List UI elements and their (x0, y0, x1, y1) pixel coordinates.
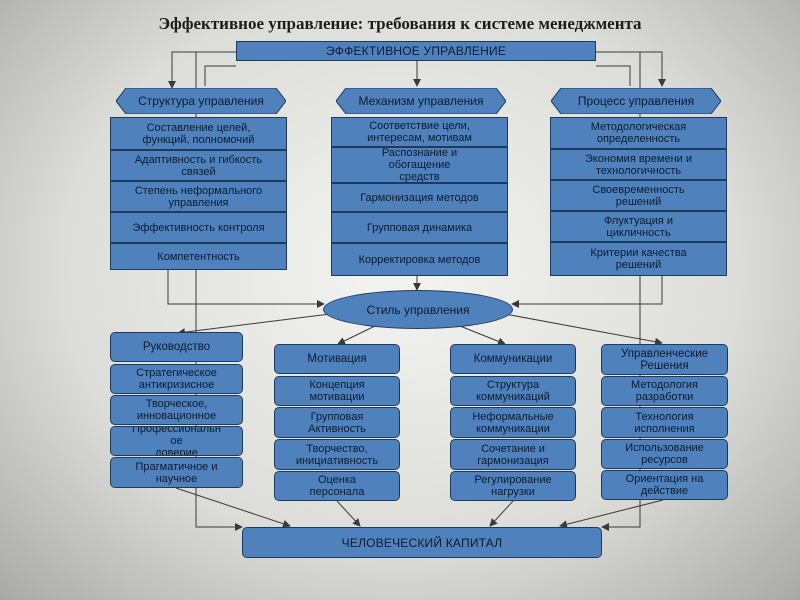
list-item: Методологическая определенность (550, 117, 727, 149)
management-style-oval: Стиль управления (323, 290, 513, 329)
list-item: Экономия времени и технологичность (550, 149, 727, 180)
list-item: Структура коммуникаций (450, 376, 576, 406)
bottom-header-motivation: Мотивация (274, 344, 400, 374)
list-item: Неформальные коммуникации (450, 407, 576, 438)
bottom-header-leadership: Руководство (110, 332, 243, 362)
list-item: Составление целей, функций, полномочий (110, 117, 287, 150)
list-item: Сочетание и гармонизация (450, 439, 576, 470)
list-item: Технология исполнения (601, 407, 728, 438)
header-process-label: Процесс управления (577, 94, 695, 108)
list-item: Групповая Активность (274, 407, 400, 438)
list-item: Эффективность контроля (110, 212, 287, 243)
bottom-banner: ЧЕЛОВЕЧЕСКИЙ КАПИТАЛ (242, 527, 602, 558)
header-process: Процесс управления (551, 88, 721, 114)
list-item: Гармонизация методов (331, 183, 508, 212)
list-item: Своевременность решений (550, 180, 727, 211)
list-item: Ориентация на действие (601, 470, 728, 500)
list-item: Творческое, инновационное (110, 395, 243, 425)
list-item: Степень неформального управления (110, 181, 287, 212)
list-item: Стратегическое антикризисное (110, 364, 243, 394)
list-item: Концепция мотивации (274, 376, 400, 406)
list-item: Флуктуация и цикличность (550, 211, 727, 242)
list-item: Регулирование нагрузки (450, 471, 576, 501)
list-item: Соответствие цели, интересам, мотивам (331, 117, 508, 147)
header-structure: Структура управления (116, 88, 286, 114)
list-item: Творчество, инициативность (274, 439, 400, 470)
list-item: Групповая динамика (331, 212, 508, 243)
top-banner: ЭФФЕКТИВНОЕ УПРАВЛЕНИЕ (236, 41, 596, 61)
list-item: Корректировка методов (331, 243, 508, 276)
list-item: Прагматичное и научное (110, 457, 243, 488)
header-mechanism: Механизм управления (336, 88, 506, 114)
bottom-header-communications: Коммуникации (450, 344, 576, 374)
list-item: Адаптивность и гибкость связей (110, 150, 287, 181)
list-item: Компетентность (110, 243, 287, 270)
list-item: Распознание и обогащение средств (331, 147, 508, 183)
bottom-header-decisions: Управленческие Решения (601, 344, 728, 375)
list-item: Методология разработки (601, 376, 728, 406)
list-item: Профессиональн ое доверие (110, 426, 243, 456)
list-item: Оценка персонала (274, 471, 400, 501)
diagram-title: Эффективное управление: требования к сис… (158, 14, 642, 33)
list-item: Использование ресурсов (601, 439, 728, 469)
header-structure-label: Структура управления (138, 94, 264, 108)
list-item: Критерии качества решений (550, 242, 727, 276)
header-mechanism-label: Механизм управления (358, 94, 484, 108)
